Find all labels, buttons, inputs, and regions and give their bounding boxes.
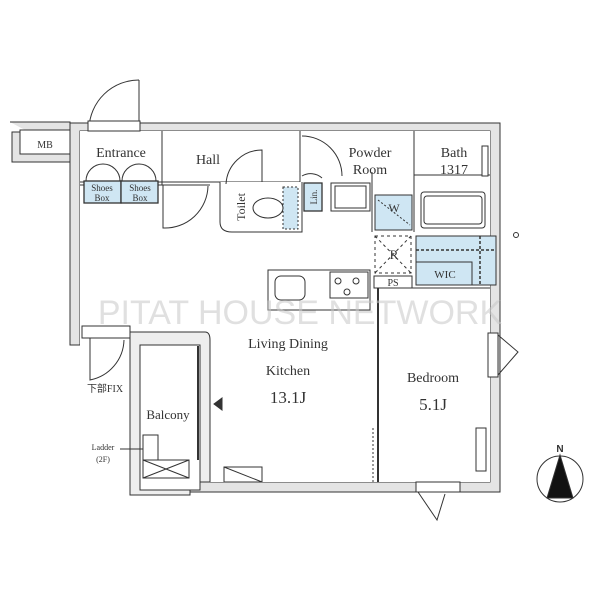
label-powder-room-2: Room: [353, 163, 387, 178]
label-entrance: Entrance: [96, 146, 146, 161]
label-ldk-1: Living Dining: [248, 337, 328, 352]
label-shoes-box-2b: Box: [132, 193, 148, 203]
fix-window-door: [89, 338, 125, 381]
label-bath-size: 1317: [440, 163, 468, 178]
sink: [274, 275, 306, 301]
label-ladder: Ladder: [92, 443, 115, 452]
bathtub: [420, 191, 486, 229]
toilet-room: [219, 182, 303, 233]
label-toilet: Toilet: [234, 192, 248, 220]
stove: [329, 271, 369, 299]
bedroom-door: [417, 491, 446, 522]
entrance-door-swing: [88, 79, 140, 129]
label-refrigerator: R: [390, 247, 399, 262]
label-powder-room-1: Powder: [349, 146, 392, 161]
washbasin: [330, 182, 371, 212]
label-washer: W: [388, 201, 400, 215]
label-ldk-2: Kitchen: [266, 364, 310, 379]
pipe-space: [373, 275, 413, 289]
label-ps: PS: [387, 278, 398, 289]
label-bedroom-size: 5.1J: [419, 395, 447, 414]
label-bath: Bath: [441, 146, 467, 161]
label-hall: Hall: [196, 153, 220, 168]
linen-closet[interactable]: [303, 182, 323, 212]
label-shoes-box-1a: Shoes: [91, 183, 113, 193]
label-shoes-box-2a: Shoes: [129, 183, 151, 193]
powder-door: [301, 135, 343, 179]
label-shoes-box-1b: Box: [94, 193, 110, 203]
label-balcony: Balcony: [146, 407, 190, 422]
north-arrow-icon: [546, 453, 574, 499]
hall-door: [162, 185, 209, 229]
label-mb: MB: [37, 140, 53, 151]
compass-north-label: N: [556, 444, 563, 455]
label-linen: Lin.: [309, 190, 319, 205]
label-fix-window: 下部FIX: [87, 382, 124, 395]
bedroom-window: [497, 334, 519, 376]
label-ladder-floor: (2F): [96, 455, 110, 464]
label-bedroom: Bedroom: [407, 371, 459, 386]
refrigerator-space: [374, 235, 412, 274]
kitchen-counter: [267, 269, 371, 311]
watermark: PITAT HOUSE NETWORK: [98, 294, 503, 332]
ldk-arrow-icon: [213, 397, 223, 411]
toilet-icon: [252, 197, 284, 219]
shoes-box-2[interactable]: [120, 180, 159, 204]
washer-space: [374, 194, 413, 231]
label-wic: WIC: [434, 269, 455, 281]
label-ldk-size: 13.1J: [270, 388, 307, 407]
